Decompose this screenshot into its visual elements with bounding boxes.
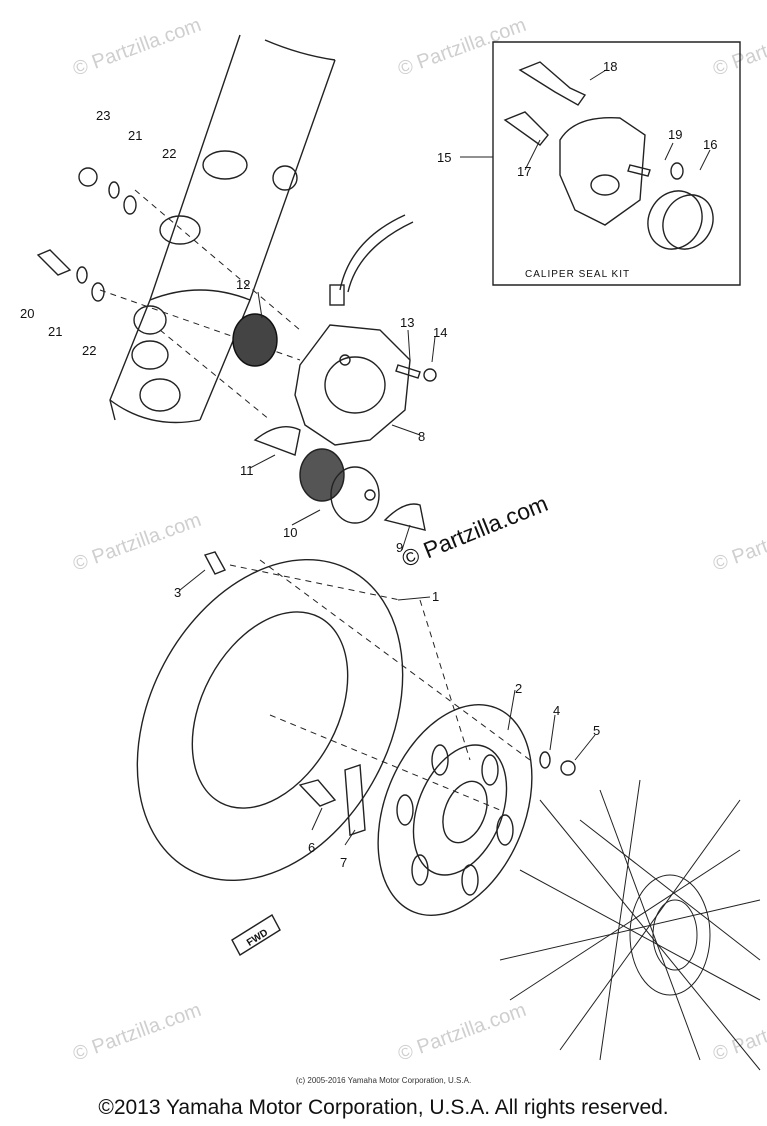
part-label-1: 1 bbox=[432, 589, 439, 604]
disc-mount-bolt bbox=[298, 779, 337, 807]
part-label-17: 17 bbox=[517, 164, 531, 179]
pad-shim bbox=[383, 503, 426, 531]
disc-cover bbox=[136, 558, 404, 882]
pad-shim bbox=[253, 426, 301, 456]
fork-leg bbox=[109, 34, 336, 424]
forward-arrow bbox=[231, 914, 281, 956]
part-label-16: 16 bbox=[703, 137, 717, 152]
part-label-9: 9 bbox=[396, 540, 403, 555]
fwd-label: FWD bbox=[245, 927, 270, 948]
small-copyright: (c) 2005-2016 Yamaha Motor Corporation, … bbox=[295, 1076, 472, 1085]
brake-hose bbox=[347, 221, 414, 293]
part-label-21: 21 bbox=[48, 324, 62, 339]
bleed-screw-cap bbox=[423, 368, 437, 382]
caliper-seal-kit-inset bbox=[492, 41, 741, 286]
washer bbox=[539, 751, 551, 769]
main-copyright: ©2013 Yamaha Motor Corporation, U.S.A. A… bbox=[98, 1096, 669, 1119]
part-label-15: 15 bbox=[437, 150, 451, 165]
part-label-4: 4 bbox=[553, 703, 560, 718]
part-label-7: 7 bbox=[340, 855, 347, 870]
bleed-screw bbox=[395, 364, 421, 379]
lock-washer bbox=[344, 764, 366, 836]
brake-hose bbox=[339, 214, 406, 291]
part-label-5: 5 bbox=[593, 723, 600, 738]
wheel-hub bbox=[499, 779, 761, 1071]
inset-caption: CALIPER SEAL KIT bbox=[525, 269, 630, 280]
part-label-18: 18 bbox=[603, 59, 617, 74]
part-label-3: 3 bbox=[174, 585, 181, 600]
part-label-23: 23 bbox=[96, 108, 110, 123]
brake-disc bbox=[377, 703, 533, 917]
nut bbox=[560, 760, 576, 776]
part-label-14: 14 bbox=[433, 325, 447, 340]
brake-caliper bbox=[294, 284, 411, 446]
leader-lines bbox=[179, 69, 711, 846]
part-label-22: 22 bbox=[82, 343, 96, 358]
part-label-20: 20 bbox=[20, 306, 34, 321]
part-label-6: 6 bbox=[308, 840, 315, 855]
disc-bolt bbox=[203, 551, 226, 575]
caliper-cover-plate bbox=[232, 313, 278, 367]
part-label-8: 8 bbox=[418, 429, 425, 444]
part-label-10: 10 bbox=[283, 525, 297, 540]
part-label-22: 22 bbox=[162, 146, 176, 161]
part-label-12: 12 bbox=[236, 277, 250, 292]
part-label-13: 13 bbox=[400, 315, 414, 330]
brake-pad bbox=[299, 448, 380, 524]
part-label-21: 21 bbox=[128, 128, 142, 143]
part-label-11: 11 bbox=[240, 463, 254, 478]
part-label-2: 2 bbox=[515, 681, 522, 696]
mount-fasteners bbox=[36, 167, 137, 302]
part-label-19: 19 bbox=[668, 127, 682, 142]
